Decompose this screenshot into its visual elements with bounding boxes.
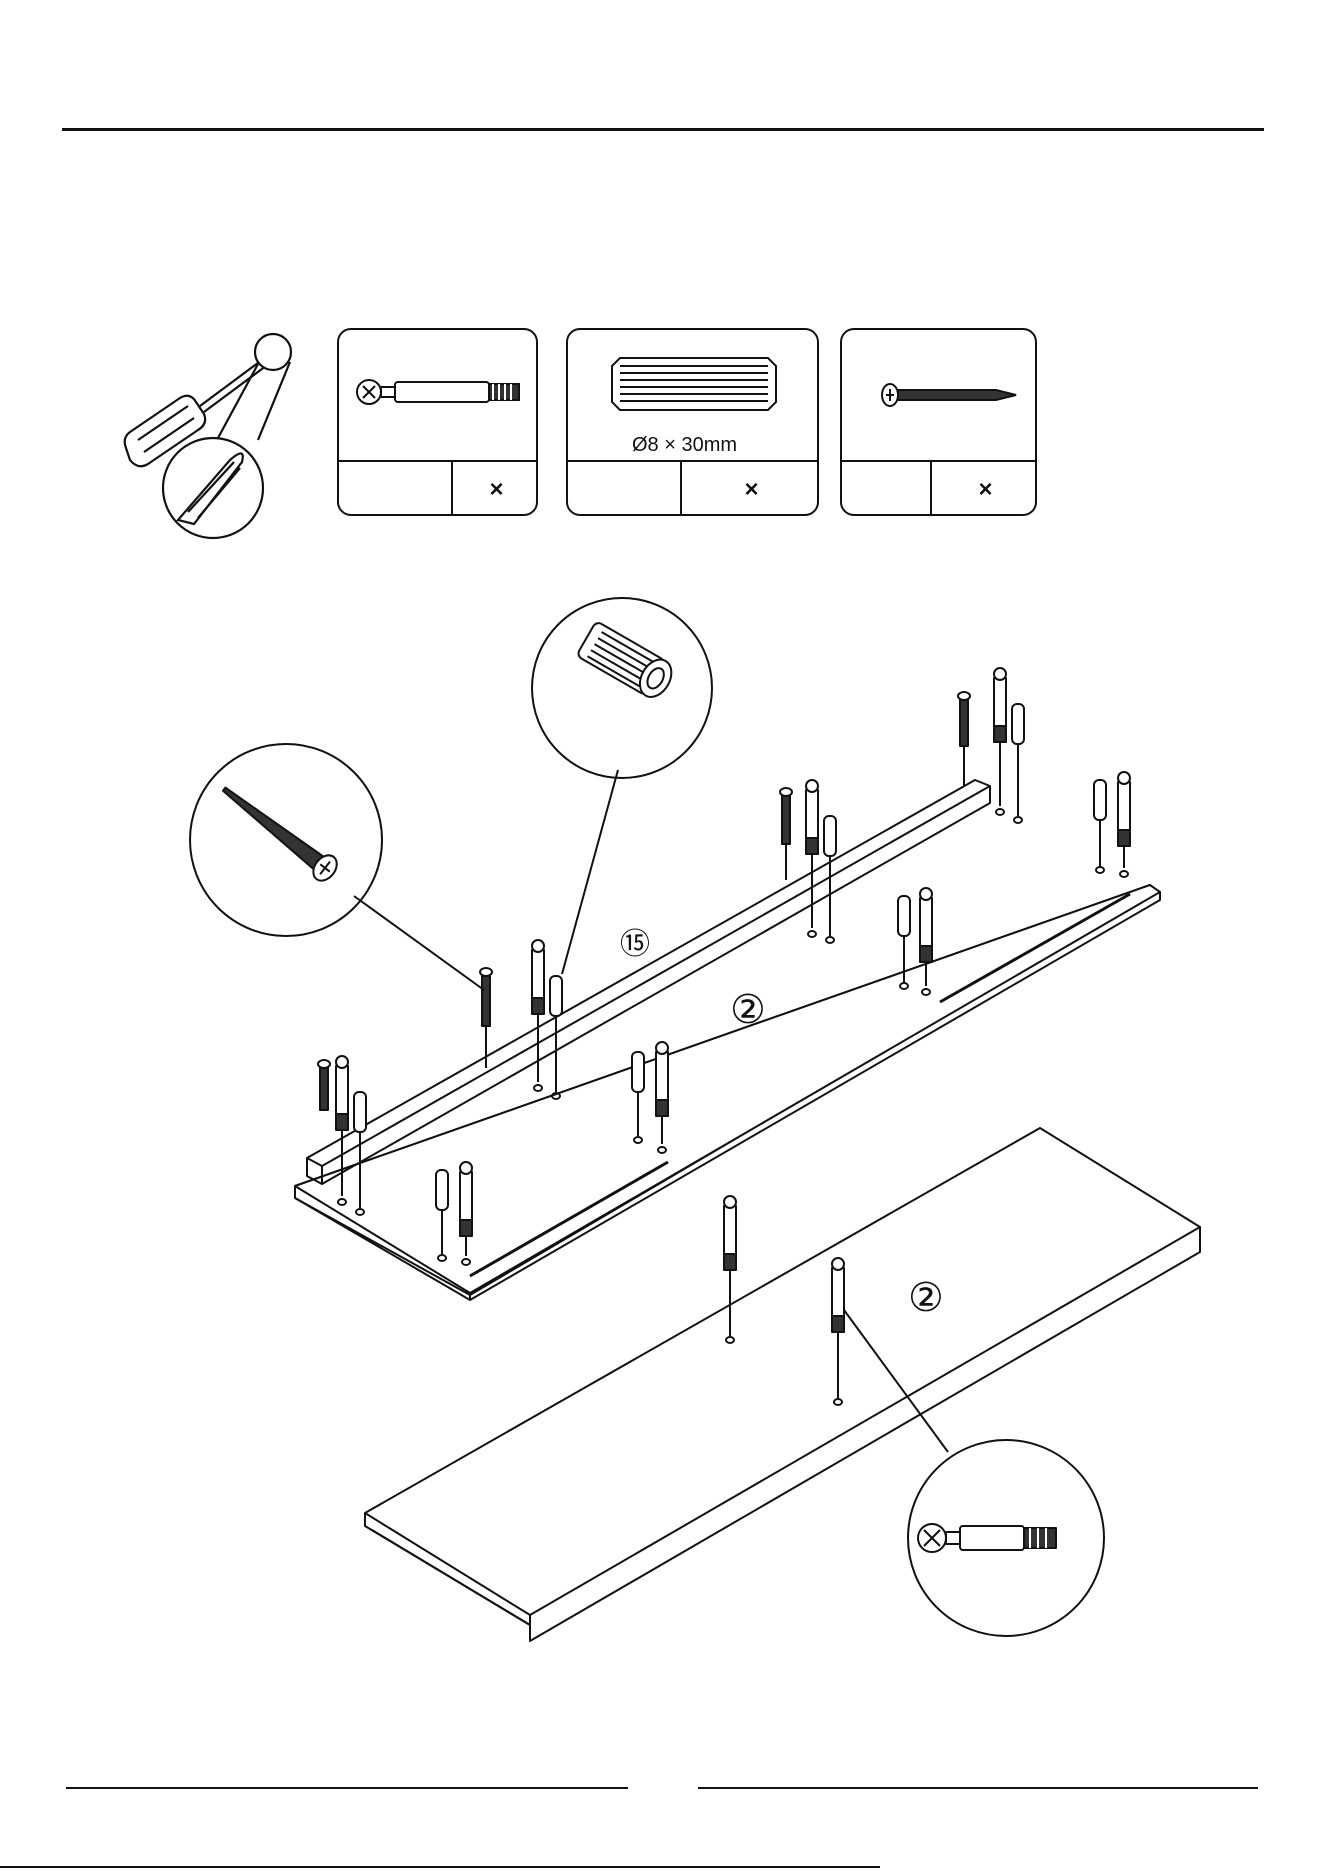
upper-panel-part-label: ② xyxy=(730,990,766,1030)
screw-magnifier-callout xyxy=(190,744,484,990)
dowel-magnifier-callout xyxy=(532,598,712,974)
lower-panel-part-label: ② xyxy=(908,1278,944,1318)
rail-part-label: ⑮ xyxy=(620,930,650,960)
